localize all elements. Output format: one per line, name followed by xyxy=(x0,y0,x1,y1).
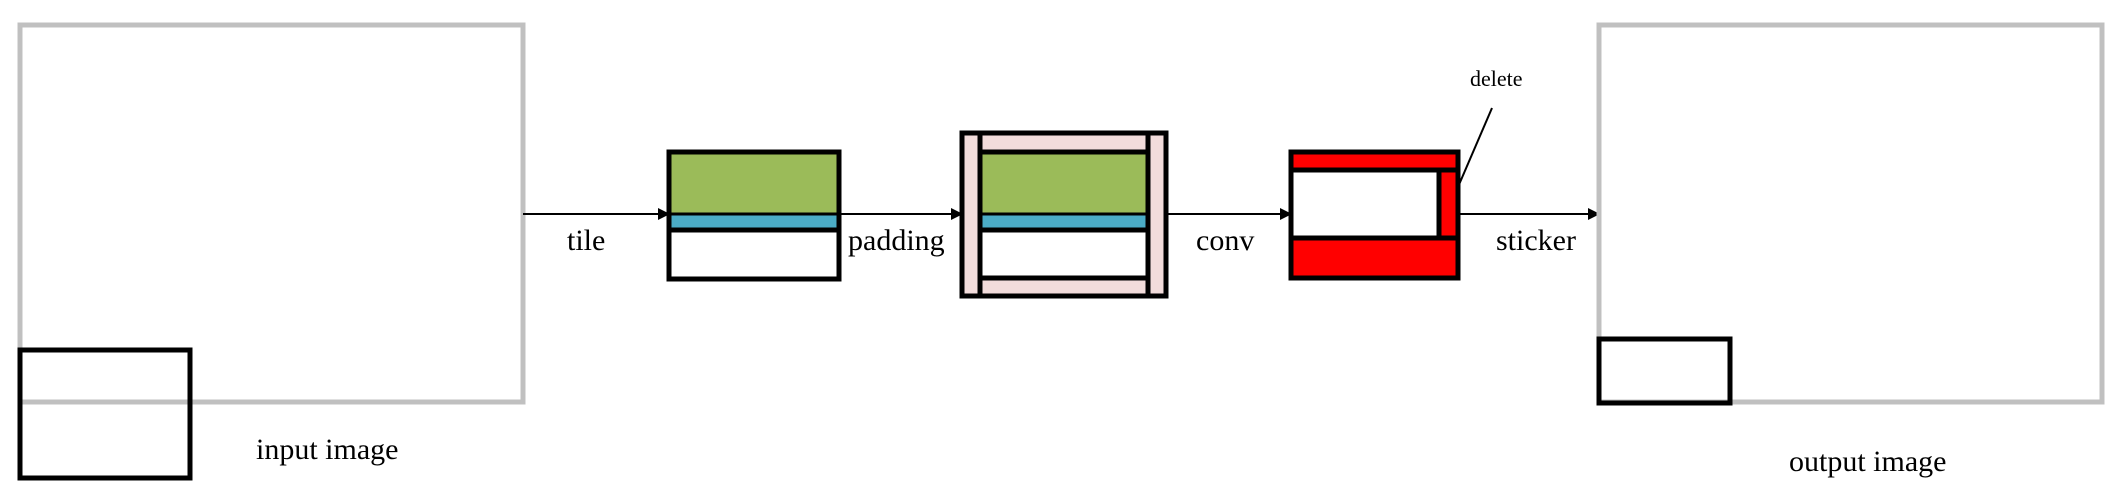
input-image-frame xyxy=(17,22,526,405)
input-image-label: input image xyxy=(256,433,398,466)
tile-block xyxy=(666,149,842,282)
delete-label: delete xyxy=(1470,66,1523,91)
input-tile-window xyxy=(17,347,193,481)
padding-block xyxy=(959,130,1169,299)
output-tile-window xyxy=(1596,336,1733,406)
delete-pointer xyxy=(1457,107,1493,188)
conv-block xyxy=(1288,149,1461,281)
tile-label: tile xyxy=(567,224,605,257)
padding-label: padding xyxy=(848,224,945,257)
output-image-label: output image xyxy=(1789,445,1946,478)
conv-label: conv xyxy=(1196,224,1254,257)
sticker-label: sticker xyxy=(1496,224,1576,257)
output-image-frame xyxy=(1596,22,2105,405)
